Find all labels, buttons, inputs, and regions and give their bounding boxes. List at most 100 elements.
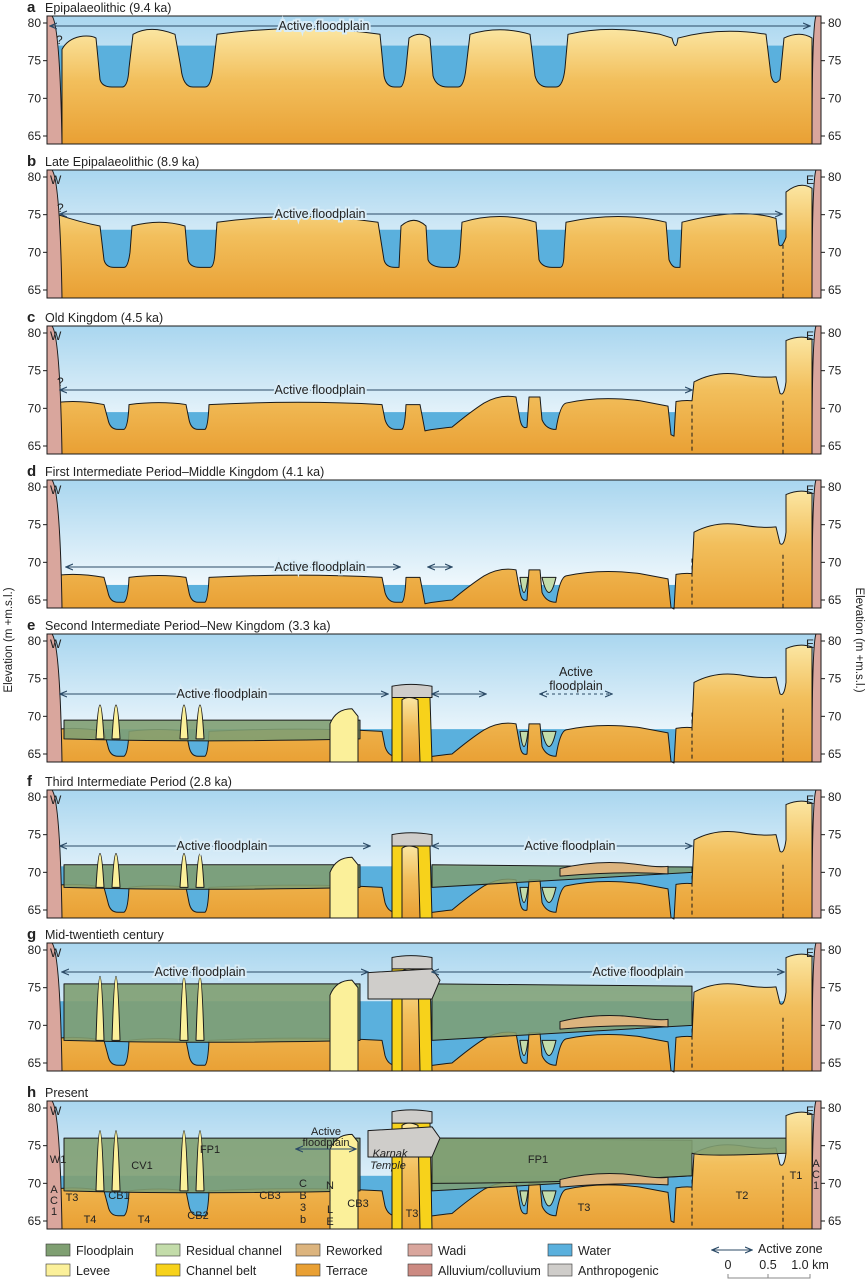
legend-item-label: Wadi [438, 1244, 466, 1258]
tick-label-left: 65 [28, 903, 42, 917]
panel-letter: b [27, 153, 36, 170]
tick-label-right: 70 [828, 865, 842, 879]
tick-label-right: 65 [828, 283, 842, 297]
tick-label-right: 75 [828, 672, 842, 686]
unit-t3-east: T3 [578, 1202, 591, 1214]
tick-label-right: 70 [828, 91, 842, 105]
legend-swatch [45, 1263, 71, 1277]
tick-label-right: 65 [828, 129, 842, 143]
uncertainty-mark: ? [57, 375, 64, 389]
terrace-body [57, 490, 813, 610]
active-floodplain-label: Active floodplain [274, 383, 365, 397]
east-label: E [806, 793, 814, 807]
wadi-east [811, 15, 822, 145]
levee-west-bank [329, 856, 359, 919]
residual-channel [519, 886, 529, 903]
tick-label-right: 80 [828, 480, 842, 494]
tick-label-left: 70 [28, 1018, 42, 1032]
floodplain-west [63, 719, 361, 742]
unit-cb3-west: CB3 [259, 1190, 280, 1202]
unit-t3-west: T3 [66, 1192, 79, 1204]
tick-label-right: 65 [828, 439, 842, 453]
unit-cv1: CV1 [131, 1160, 152, 1172]
terrace-body [61, 28, 813, 145]
unit-t2: T2 [736, 1190, 749, 1202]
residual-channel [519, 576, 529, 593]
tick-label-right: 65 [828, 903, 842, 917]
residual-channel [519, 730, 529, 747]
tick-label-left: 70 [28, 865, 42, 879]
scale-bar-label: 0.5 [759, 1258, 776, 1272]
unit-cb3b-letter: 3 [300, 1202, 306, 1214]
wadi-east [811, 633, 822, 763]
legend-swatch [45, 1243, 71, 1257]
anthropogenic-karnak [367, 1126, 441, 1158]
tick-label-left: 65 [28, 1214, 42, 1228]
reworked-deposit [559, 862, 669, 877]
tick-label-left: 70 [28, 245, 42, 259]
unit-nile-letter: E [326, 1216, 333, 1228]
panel-frame [46, 789, 822, 919]
active-floodplain-label: Active floodplain [278, 19, 369, 33]
wadi-east [811, 325, 822, 455]
panel-letter: h [27, 1084, 36, 1101]
east-label: E [806, 1104, 814, 1118]
legend-swatch [547, 1263, 573, 1277]
tick-label-left: 65 [28, 283, 42, 297]
legend-swatch [407, 1263, 433, 1277]
active-floodplain-label: Active [311, 1126, 341, 1138]
terrace-body [57, 336, 813, 455]
levee-west-bank [329, 708, 359, 763]
anthropogenic-cap [391, 1109, 433, 1124]
unit-t4-b: T4 [138, 1214, 151, 1226]
tick-label-left: 70 [28, 1176, 42, 1190]
tick-label-right: 70 [828, 401, 842, 415]
terrace-remnant [401, 697, 421, 763]
tick-label-right: 80 [828, 943, 842, 957]
y-axis-label-left: Elevation (m +m.s.l.) [3, 587, 15, 692]
tick-label-left: 75 [28, 518, 42, 532]
tick-label-left: 75 [28, 54, 42, 68]
tick-label-left: 80 [28, 1101, 42, 1115]
tick-label-left: 65 [28, 593, 42, 607]
anthropogenic-cap [391, 683, 433, 698]
levee-small [179, 704, 189, 740]
floodplain-east [431, 983, 693, 1041]
east-label: E [806, 173, 814, 187]
tick-label-left: 70 [28, 401, 42, 415]
east-label: E [806, 329, 814, 343]
unit-karnak: Temple [370, 1160, 406, 1172]
legend-item-label: Water [578, 1244, 611, 1258]
panel-frame [46, 479, 822, 609]
wadi-east [811, 789, 822, 919]
levee-small [111, 975, 121, 1041]
legend-item-label: Reworked [326, 1244, 382, 1258]
legend-item-label: Floodplain [76, 1244, 134, 1258]
levee-west-bank [329, 979, 359, 1072]
tick-label-right: 70 [828, 709, 842, 723]
tick-label-left: 70 [28, 91, 42, 105]
floodplain-west [63, 864, 361, 890]
east-label: E [806, 483, 814, 497]
panel-frame [46, 15, 822, 145]
tick-label-left: 65 [28, 439, 42, 453]
panel-title: Present [45, 1086, 89, 1100]
tick-label-left: 80 [28, 326, 42, 340]
tick-label-right: 75 [828, 981, 842, 995]
uncertainty-mark: ? [56, 33, 63, 47]
active-floodplain-label: floodplain [302, 1137, 349, 1149]
levee-small [195, 704, 205, 740]
levee-small [111, 704, 121, 740]
levee-small [195, 975, 205, 1041]
unit-karnak: Karnak [373, 1148, 408, 1160]
legend-item-label: Levee [76, 1264, 110, 1278]
tick-label-left: 75 [28, 208, 42, 222]
unit-t1: T1 [790, 1170, 803, 1182]
unit-nile-letter: I [328, 1192, 331, 1204]
